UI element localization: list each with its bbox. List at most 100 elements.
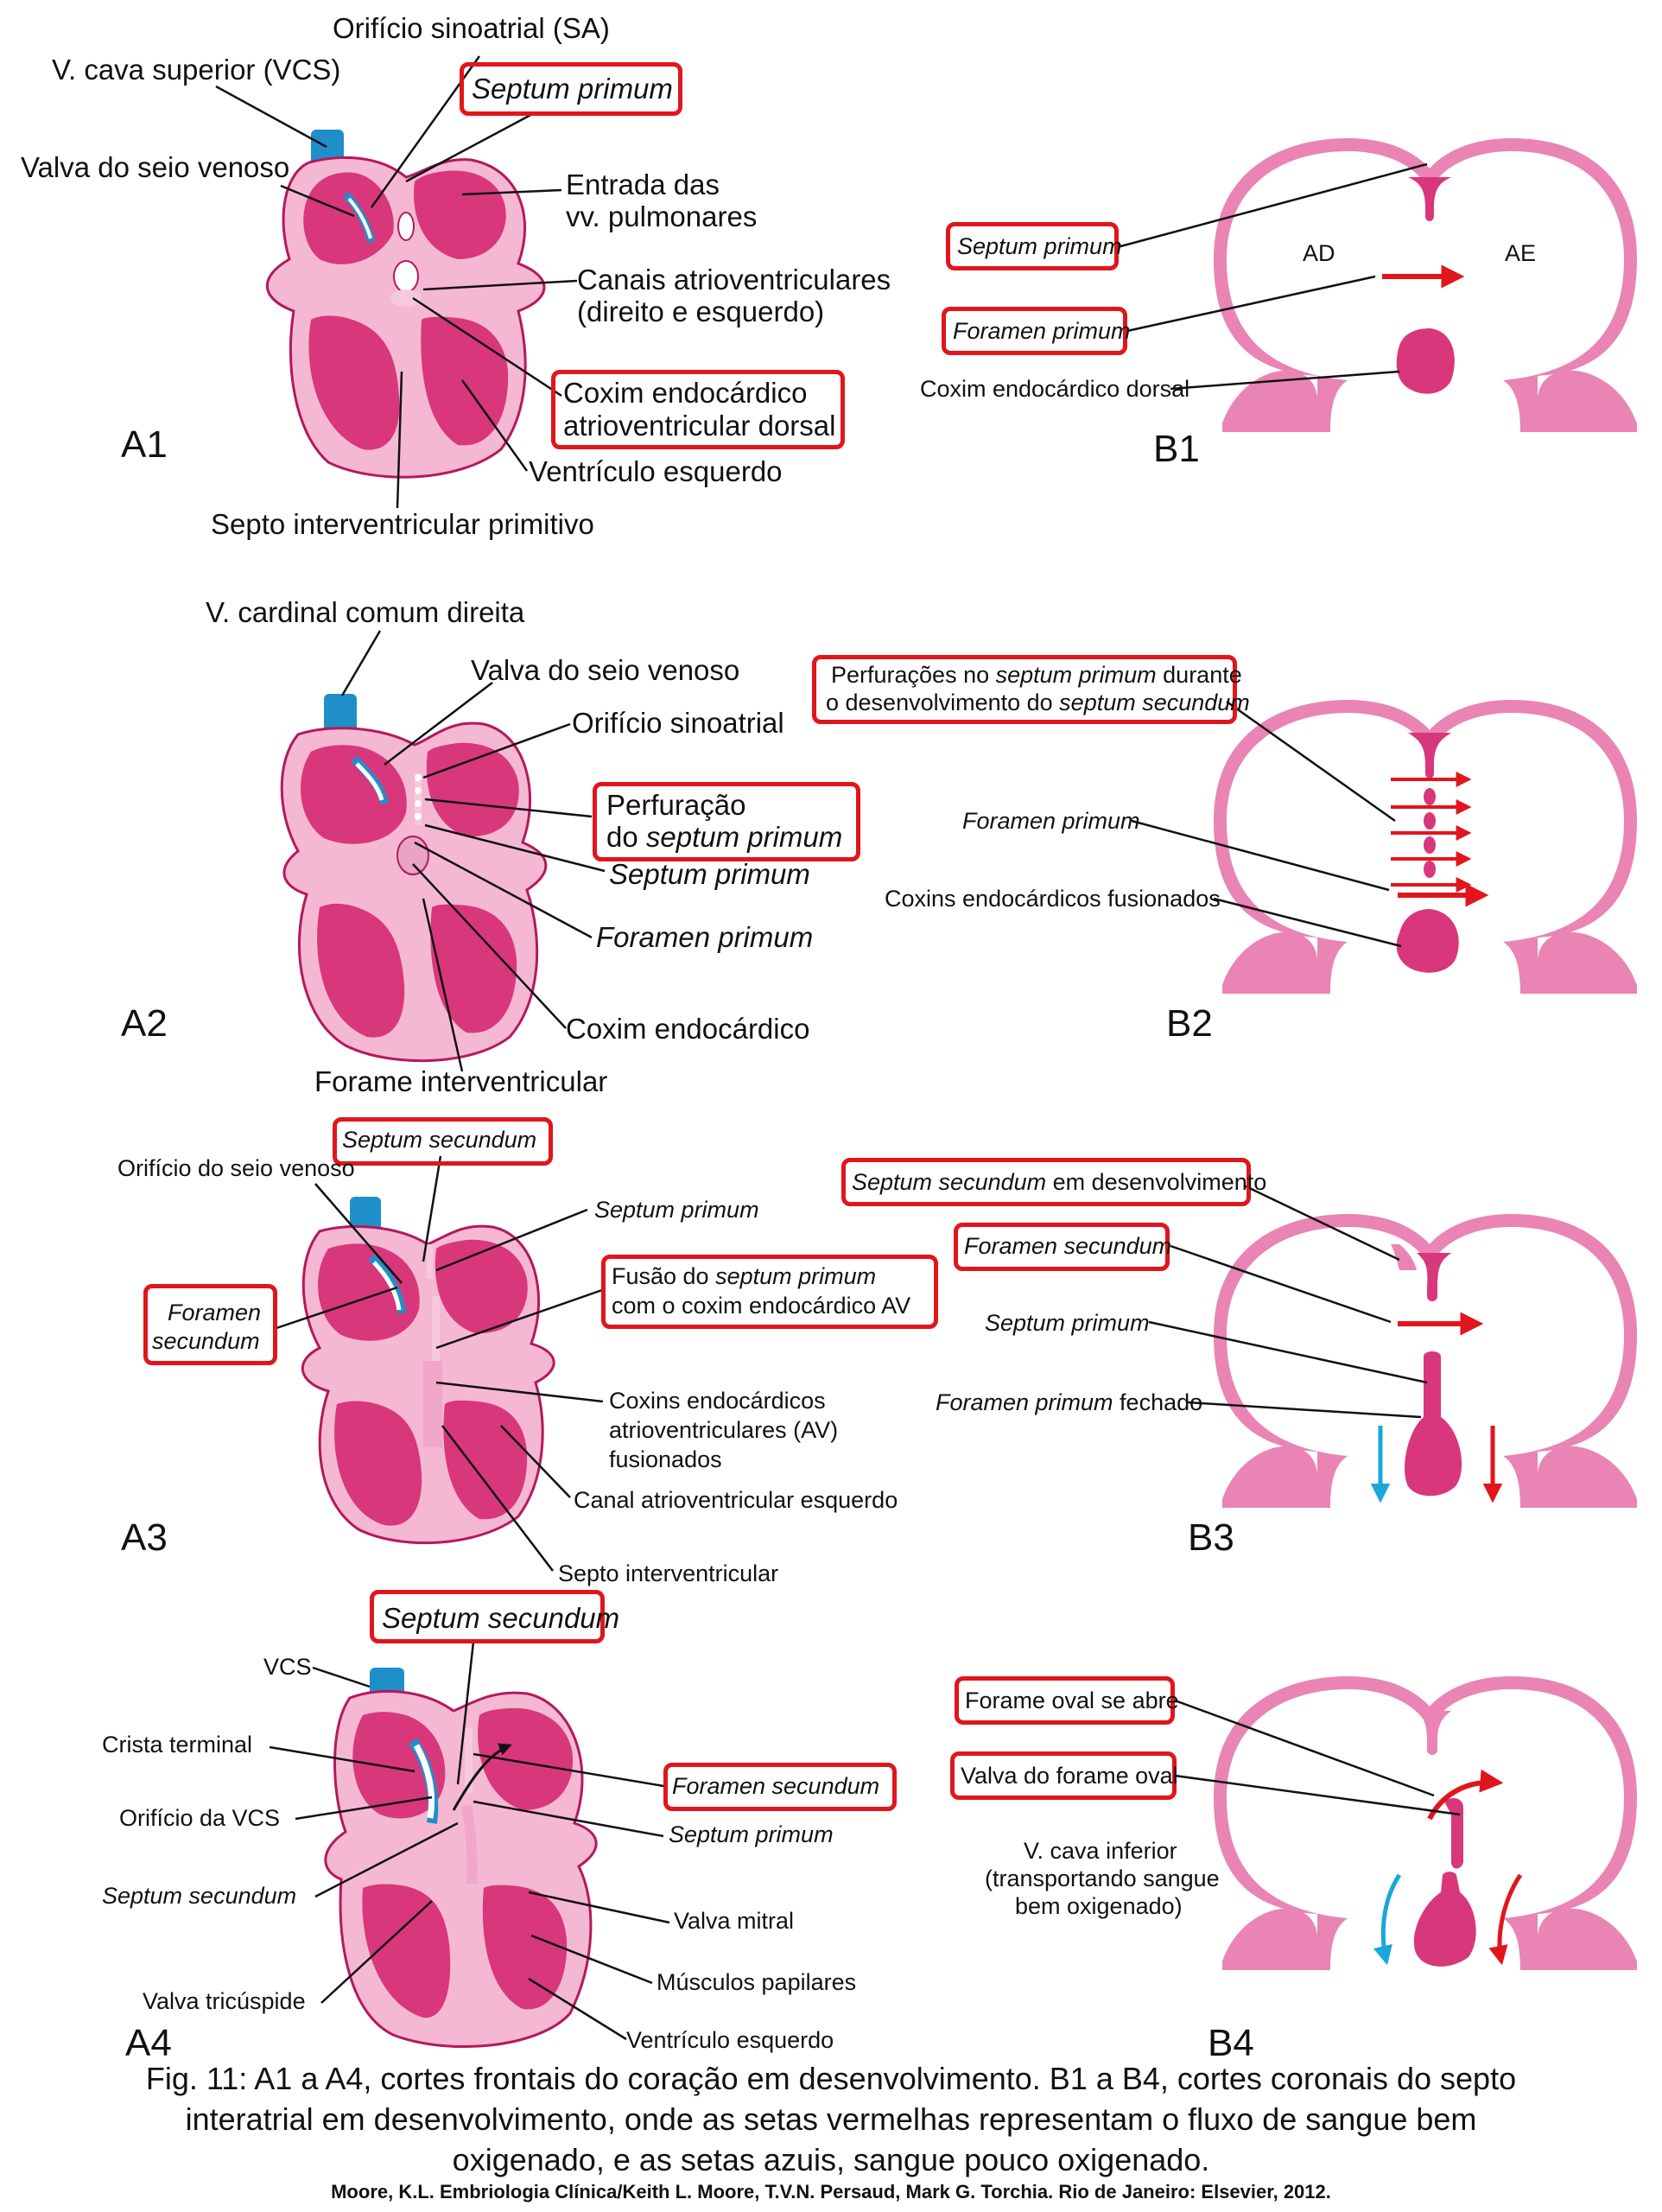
a1-label-coxim-1: Coxim endocárdico <box>563 377 808 409</box>
a4-heart <box>324 1668 598 2049</box>
a2-perfuracao-do: do <box>606 821 646 853</box>
b4-label-vci-1: V. cava inferior <box>1024 1838 1177 1864</box>
b3-label-foramen-primum-fechado: Foramen primum fechado <box>936 1389 1202 1417</box>
a4-foramen-secundum-box <box>663 1763 897 1811</box>
a4-septum-secundum-top-box <box>370 1590 605 1643</box>
a3-label-septum-secundum: Septum secundum <box>342 1127 537 1153</box>
a3-label-coxins-1: Coxins endocárdicos <box>609 1388 826 1414</box>
b3-label-septum-secundum: Septum secundum em desenvolvimento <box>852 1169 1266 1197</box>
a3-foramen-secundum-box <box>143 1284 277 1365</box>
b1-foramen-primum-box <box>942 307 1127 355</box>
a1-coxim-box <box>551 370 845 449</box>
b3-label-septum-primum: Septum primum <box>985 1310 1150 1336</box>
a2-label-perfuracao-1: Perfuração <box>606 789 746 821</box>
a2-label-coxim: Coxim endocárdico <box>566 1013 810 1045</box>
leader-lines <box>215 55 1461 2041</box>
a1-label-septo-iv: Septo interventricular primitivo <box>211 508 594 540</box>
b4-forame-oval-box <box>955 1676 1175 1725</box>
a3-label-fs-1: Foramen <box>168 1300 262 1325</box>
a1-right-ventricle <box>308 315 400 450</box>
b4-valva-box <box>950 1751 1177 1800</box>
b4-label-valva-forame: Valva do forame oval <box>961 1763 1178 1789</box>
a1-label-septum-primum: Septum primum <box>472 73 673 105</box>
a4-label-septum-secundum-left: Septum secundum <box>102 1883 297 1909</box>
a1-label-coxim-2: atrioventricular dorsal <box>563 410 836 442</box>
panel-label-a4: A4 <box>125 2022 172 2064</box>
b2-diagram <box>1214 700 1637 994</box>
b2-perf-1c: durante <box>1156 662 1242 688</box>
a4-label-valva-tricuspide: Valva tricúspide <box>143 1988 306 2014</box>
a2-label-cardinal: V. cardinal comum direita <box>206 596 525 628</box>
a4-label-ventriculo: Ventrículo esquerdo <box>626 2027 834 2053</box>
panel-label-a3: A3 <box>121 1516 168 1559</box>
a4-label-valva-mitral: Valva mitral <box>674 1908 795 1934</box>
panel-label-b3: B3 <box>1188 1516 1234 1559</box>
a2-label-orificio: Orifício sinoatrial <box>572 707 784 739</box>
a3-label-coxins-2: atrioventriculares (AV) <box>609 1417 839 1443</box>
a3-fusao-box <box>601 1255 938 1329</box>
a3-heart <box>301 1197 555 1545</box>
a2-perfuracao-term: septum primum <box>645 821 843 853</box>
a4-label-crista: Crista terminal <box>102 1732 253 1758</box>
b2-perfuracoes-box <box>812 655 1237 724</box>
b1-label-foramen-primum: Foramen primum <box>953 318 1131 344</box>
a1-heart <box>265 130 546 479</box>
caption-line-3: oxigenado, e as setas azuis, sangue pouc… <box>452 2142 1210 2177</box>
a3-label-coxins-3: fusionados <box>609 1446 722 1472</box>
b1-septum-primum-box <box>946 222 1119 270</box>
b2-perf-1b: septum primum <box>995 662 1157 688</box>
a2-label-valva-seio: Valva do seio venoso <box>471 654 740 686</box>
a3-label-septum-primum: Septum primum <box>594 1197 759 1223</box>
a4-label-septum-primum: Septum primum <box>669 1821 834 1847</box>
b2-perf-2a: o desenvolvimento do <box>826 690 1060 715</box>
b1-label-coxim: Coxim endocárdico dorsal <box>920 376 1190 402</box>
b1-label-septum-primum: Septum primum <box>957 233 1122 259</box>
b1-diagram <box>1214 138 1637 432</box>
a3-label-septo-iv: Septo interventricular <box>558 1560 779 1586</box>
panel-label-b2: B2 <box>1166 1002 1213 1045</box>
a2-label-foramen-primum: Foramen primum <box>596 921 814 953</box>
a3-label-fs-2: secundum <box>152 1328 260 1354</box>
caption-line-2: interatrial em desenvolvimento, onde as … <box>185 2101 1477 2137</box>
a1-label-canais-2: (direito e esquerdo) <box>577 296 825 327</box>
b2-label-perfuracoes-2: o desenvolvimento do septum secundum <box>826 690 1250 717</box>
b2-perf-2b: septum secundum <box>1059 690 1250 715</box>
a2-cardinal-vessel <box>324 694 357 734</box>
a2-label-forame-iv: Forame interventricular <box>314 1065 608 1097</box>
b3-ss-rest: em desenvolvimento <box>1046 1169 1267 1195</box>
a1-label-ventriculo: Ventrículo esquerdo <box>529 455 783 487</box>
caption-line-1: Fig. 11: A1 a A4, cortes frontais do cor… <box>145 2061 1517 2096</box>
b2-label-perfuracoes-1: Perfurações no septum primum durante <box>831 662 1242 690</box>
b3-label-foramen-secundum: Foramen secundum <box>964 1233 1172 1259</box>
a4-label-orificio-vcs: Orifício da VCS <box>119 1805 281 1831</box>
b3-septum-secundum-box <box>841 1158 1251 1206</box>
a1-label-valva-seio: Valva do seio venoso <box>21 151 290 183</box>
a4-label-foramen-secundum: Foramen secundum <box>672 1773 880 1799</box>
a3-fusao-1b: septum primum <box>715 1263 877 1289</box>
b4-diagram <box>1214 1676 1637 1970</box>
b1-label-ae: AE <box>1505 240 1537 266</box>
a4-label-musculos: Músculos papilares <box>657 1969 857 1995</box>
a1-label-sa: Orifício sinoatrial (SA) <box>333 12 610 44</box>
a3-fusao-1a: Fusão do <box>612 1263 716 1289</box>
b4-label-forame-oval: Forame oval se abre <box>965 1688 1179 1713</box>
b3-diagram <box>1214 1214 1637 1508</box>
a1-label-entrada-1: Entrada das <box>566 168 720 200</box>
caption-source: Moore, K.L. Embriologia Clínica/Keith L.… <box>331 2181 1331 2202</box>
b4-label-vci-3: bem oxigenado) <box>1015 1893 1183 1919</box>
a3-label-orificio: Orifício do seio venoso <box>117 1155 355 1181</box>
panel-label-b4: B4 <box>1208 2022 1254 2064</box>
a2-label-perfuracao-2: do septum primum <box>606 821 842 855</box>
b3-foramen-secundum-box <box>954 1223 1170 1271</box>
b1-label-ad: AD <box>1303 240 1335 266</box>
a1-label-vcs: V. cava superior (VCS) <box>52 54 341 86</box>
a4-label-vcs: VCS <box>263 1654 312 1680</box>
a2-perfuracao-box <box>593 782 860 861</box>
b3-fp-term: Foramen primum <box>936 1389 1113 1415</box>
panel-label-b1: B1 <box>1153 428 1200 470</box>
a2-heart <box>280 694 548 1063</box>
b3-fp-rest: fechado <box>1113 1389 1203 1415</box>
panel-label-a1: A1 <box>121 423 168 466</box>
a1-label-canais-1: Canais atrioventriculares <box>577 264 891 296</box>
